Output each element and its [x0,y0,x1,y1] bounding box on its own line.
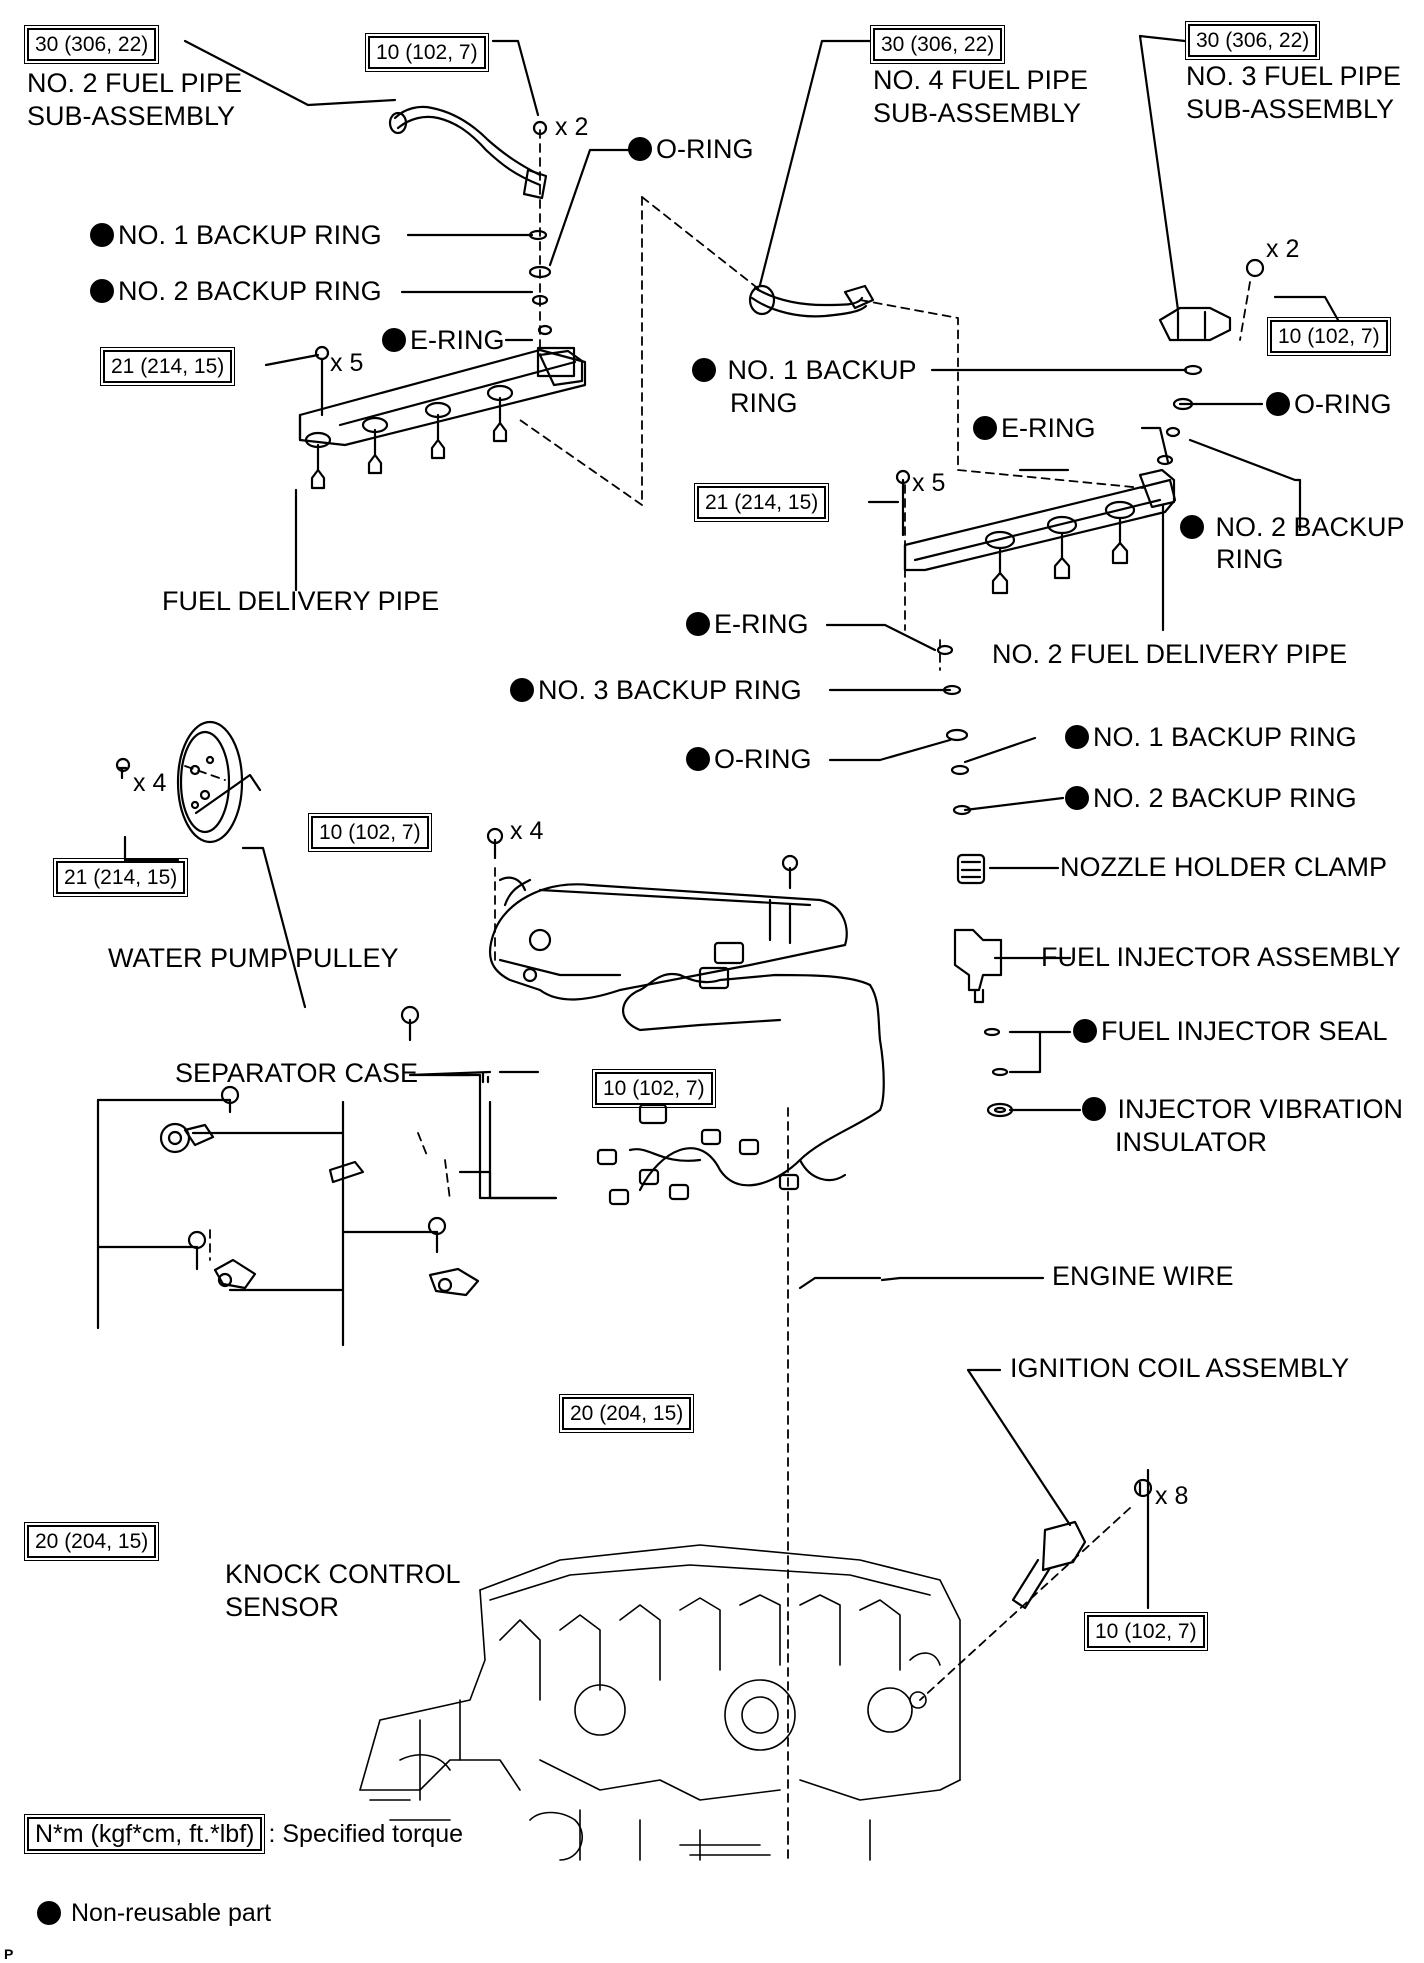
no2-delivery-injectors [984,500,1136,595]
label-fuel-delivery-pipe: FUEL DELIVERY PIPE [162,586,440,616]
legend-nonreusable: Non-reusable part [37,1898,271,1928]
no2-fuel-pipe-drawing [388,105,548,200]
legend-torque: N*m (kgf*cm, ft.*lbf): Specified torque [23,1814,464,1854]
torque-box-no2-fuel-pipe-bolt: 10 (102, 7) [365,33,489,72]
ignition-coil-drawing [1011,1478,1153,1610]
injector-stack-drawing [936,644,1014,1118]
count-no3-fuel-pipe-bolt: x 2 [1266,235,1300,263]
right-rings [1156,364,1203,466]
label-left-no2-backup-ring: NO. 2 BACKUP RING [90,275,382,308]
label-engine-wire: ENGINE WIRE [1052,1261,1234,1291]
alignment-lines [184,129,1251,1861]
no3-fuel-pipe-drawing [1158,258,1265,342]
torque-box-no3-fuel-pipe-bolt: 10 (102, 7) [1267,317,1391,356]
torque-box-no3-fuel-pipe: 30 (306, 22) [1184,21,1321,60]
torque-box-no2-fuel-delivery-pipe-bolt: 21 (214, 15) [693,483,830,522]
torque-box-no4-fuel-pipe: 30 (306, 22) [869,25,1006,64]
label-right-no1-backup-ring: NO. 1 BACKUP [692,354,917,387]
count-fuel-delivery-pipe-bolt: x 5 [330,349,364,377]
count-separator-case-bolt: x 4 [510,817,544,845]
left-rings [528,229,553,336]
label-separator-case: SEPARATOR CASE [175,1058,419,1088]
legend-torque-text: : Specified torque [268,1820,464,1848]
knock-sensors-drawing [159,1005,480,1297]
count-water-pump-pulley-bolt: x 4 [133,769,167,797]
legend-nonreusable-text: Non-reusable part [71,1899,272,1927]
fuel-delivery-injectors [304,384,514,490]
label-right-e-ring: E-RING [973,412,1096,445]
label-ignition-coil-assembly: IGNITION COIL ASSEMBLY [1010,1353,1350,1383]
label-fuel-injector-assembly: FUEL INJECTOR ASSEMBLY [1041,942,1401,972]
leader-lines [96,34,1340,1610]
engine-block-drawing [359,1544,961,1861]
corner-mark: P [4,1946,14,1962]
engine-wire-drawing [596,854,885,1206]
label-injector-vibration-insulator-line2: INSULATOR [1115,1127,1268,1157]
label-fuel-injector-seal: FUEL INJECTOR SEAL [1073,1015,1388,1048]
legend-torque-unit: N*m (kgf*cm, ft.*lbf) [23,1814,266,1854]
label-injector-vibration-insulator: INJECTOR VIBRATION [1082,1093,1404,1126]
label-right-no1-backup-ring-line2: RING [730,388,798,418]
label-right-no2-backup-ring-line2: RING [1216,544,1284,574]
separator-case-drawing [486,827,848,1001]
label-no2-fuel-delivery-pipe: NO. 2 FUEL DELIVERY PIPE [992,639,1348,669]
torque-box-knock-sensor-left: 20 (204, 15) [23,1522,160,1561]
label-right-no2-backup-ring: NO. 2 BACKUP [1180,511,1405,544]
nonreusable-dot-icon [37,1901,61,1925]
label-inj-no3-backup-ring: NO. 3 BACKUP RING [510,674,802,707]
label-left-o-ring: O-RING [628,133,754,166]
torque-box-separator-case-bolt: 10 (102, 7) [308,813,432,852]
label-left-no1-backup-ring: NO. 1 BACKUP RING [90,219,382,252]
torque-box-no2-fuel-pipe: 30 (306, 22) [23,25,160,64]
label-water-pump-pulley: WATER PUMP PULLEY [108,943,399,973]
label-inj-no1-backup-ring: NO. 1 BACKUP RING [1065,721,1357,754]
no4-fuel-pipe-drawing [748,284,875,318]
label-nozzle-holder-clamp: NOZZLE HOLDER CLAMP [1060,852,1388,882]
label-inj-o-ring: O-RING [686,743,812,776]
count-ignition-coil-bolt: x 8 [1155,1482,1189,1510]
fuel-delivery-pipe-drawing [298,345,587,490]
water-pump-pulley-drawing [115,720,244,844]
label-inj-e-ring: E-RING [686,608,809,641]
count-no2-fuel-pipe-bolt: x 2 [555,113,589,141]
no2-fuel-delivery-pipe-drawing [895,468,1177,595]
torque-box-engine-wire-bolt: 10 (102, 7) [592,1069,716,1108]
label-right-o-ring: O-RING [1266,388,1392,421]
torque-box-water-pump-pulley-bolt: 21 (214, 15) [52,858,189,897]
label-left-e-ring: E-RING [382,324,505,357]
torque-box-knock-sensor-right: 20 (204, 15) [558,1394,695,1433]
label-inj-no2-backup-ring: NO. 2 BACKUP RING [1065,782,1357,815]
count-no2-fuel-delivery-pipe-bolt: x 5 [912,469,946,497]
torque-box-ignition-coil-bolt: 10 (102, 7) [1084,1612,1208,1651]
torque-box-fuel-delivery-pipe-bolt: 21 (214, 15) [99,347,236,386]
